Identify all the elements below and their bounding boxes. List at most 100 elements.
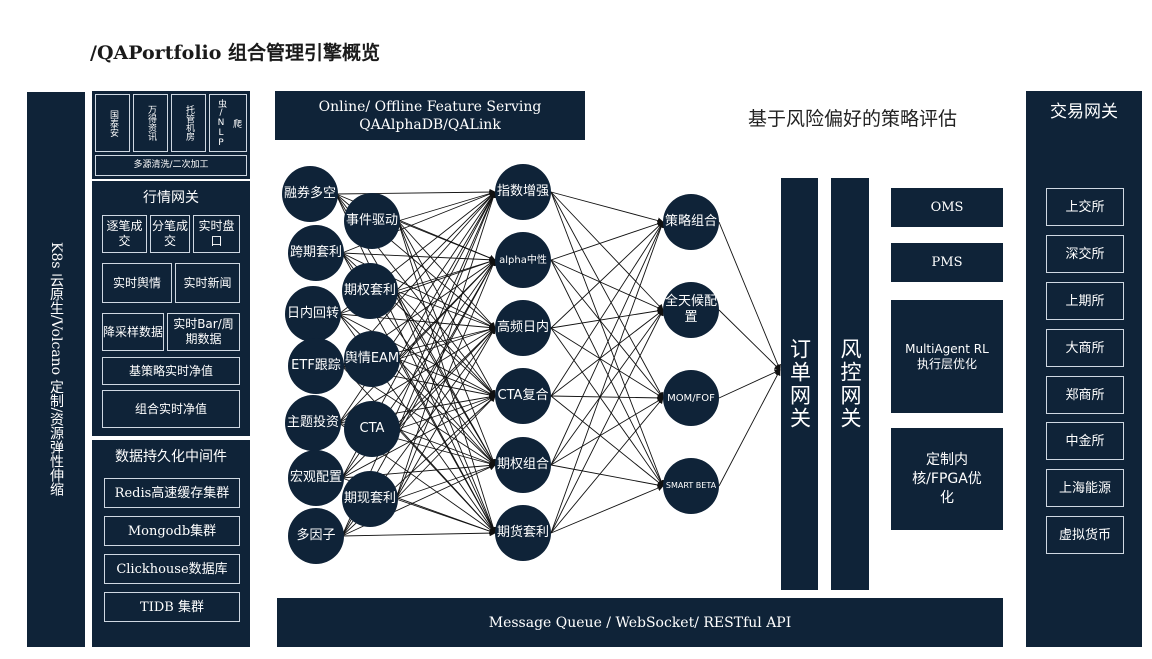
edge-69 bbox=[395, 395, 496, 500]
node-hft-intraday: 高频日内 bbox=[495, 300, 551, 356]
message-queue-bar: Message Queue / WebSocket/ RESTful API bbox=[277, 598, 1003, 647]
edge-67 bbox=[395, 259, 496, 500]
edge-45 bbox=[397, 220, 496, 397]
clickhouse-db: Clickhouse数据库 bbox=[104, 554, 240, 584]
node-futures-arbitrage: 期货套利 bbox=[495, 505, 551, 561]
edge-97 bbox=[718, 309, 781, 371]
exchange-szse: 深交所 bbox=[1046, 235, 1124, 273]
node-sentiment-eam: 舆情EAM bbox=[344, 331, 400, 387]
edge-70 bbox=[395, 463, 496, 500]
k8s-bar: K8s 云原生/Volcano 定制/资源弹性伸缩 bbox=[27, 92, 85, 647]
edge-74 bbox=[550, 191, 664, 399]
exchange-panel: 交易网关 上交所 深交所 上期所 大商所 郑商所 中金所 上海能源 虚拟货币 bbox=[1026, 91, 1142, 647]
edge-93 bbox=[550, 309, 664, 534]
edge-52 bbox=[395, 290, 496, 466]
node-multi-factor: 多因子 bbox=[288, 508, 344, 564]
pms-box: PMS bbox=[891, 243, 1003, 282]
edge-46 bbox=[397, 220, 496, 466]
fpga-box: 定制内核/FPGA优化 bbox=[891, 428, 1003, 530]
edge-43 bbox=[397, 220, 496, 261]
cell-base-nav: 基策略实时净值 bbox=[102, 357, 240, 385]
persistence-title: 数据持久化中间件 bbox=[115, 449, 227, 465]
edge-73 bbox=[550, 191, 664, 311]
edge-78 bbox=[550, 259, 664, 399]
edge-81 bbox=[550, 307, 664, 329]
edge-75 bbox=[550, 191, 665, 487]
edge-42 bbox=[397, 190, 496, 222]
edge-61 bbox=[397, 259, 496, 430]
k8s-bar-label: K8s 云原生/Volcano 定制/资源弹性伸缩 bbox=[48, 242, 64, 497]
node-cta-composite: CTA复合 bbox=[495, 368, 551, 424]
edge-50 bbox=[395, 290, 496, 330]
node-mom-fof: MOM/FOF bbox=[663, 370, 719, 426]
edge-77 bbox=[550, 259, 664, 311]
edge-7 bbox=[341, 252, 496, 263]
edge-80 bbox=[550, 221, 664, 329]
node-etf-tracking: ETF跟踪 bbox=[288, 338, 344, 394]
edge-59 bbox=[397, 358, 496, 534]
edge-53 bbox=[395, 290, 496, 534]
edge-47 bbox=[397, 220, 497, 534]
edge-54 bbox=[397, 191, 496, 360]
edge-83 bbox=[550, 327, 664, 487]
node-alpha-neutral: alpha中性 bbox=[495, 232, 551, 288]
edge-64 bbox=[397, 428, 496, 467]
edge-48 bbox=[395, 191, 496, 292]
source-guotaian: 国泰安 bbox=[95, 94, 130, 152]
edge-51 bbox=[395, 290, 496, 397]
node-cta: CTA bbox=[344, 401, 400, 457]
cell-portfolio-nav: 组合实时净值 bbox=[102, 390, 240, 428]
exchange-crypto: 虚拟货币 bbox=[1046, 516, 1124, 554]
fpga-label: 定制内核/FPGA优化 bbox=[912, 451, 982, 506]
node-index-enhanced: 指数增强 bbox=[495, 164, 551, 220]
edge-55 bbox=[397, 259, 496, 360]
edge-76 bbox=[550, 220, 664, 261]
node-margin-long-short: 融券多空 bbox=[282, 166, 338, 222]
feature-serving-line1: Online/ Offline Feature Serving bbox=[318, 98, 542, 115]
node-thematic-investing: 主题投资 bbox=[285, 395, 341, 451]
edge-65 bbox=[397, 428, 496, 534]
edge-57 bbox=[397, 358, 496, 398]
cell-realtime-news: 实时新闻 bbox=[175, 263, 240, 303]
edge-56 bbox=[397, 326, 496, 360]
edge-71 bbox=[395, 498, 496, 535]
cell-realtime-bar: 实时Bar/周期数据 bbox=[167, 313, 240, 351]
mongodb-cluster: Mongodb集群 bbox=[104, 516, 240, 546]
cell-split-trade: 分笔成交 bbox=[150, 215, 190, 253]
edge-99 bbox=[718, 369, 781, 487]
cell-realtime-sentiment: 实时舆情 bbox=[102, 263, 172, 303]
node-option-arbitrage: 期权套利 bbox=[342, 263, 398, 319]
market-gateway-title: 行情网关 bbox=[143, 190, 199, 206]
edge-58 bbox=[397, 358, 496, 466]
node-option-portfolio: 期权组合 bbox=[495, 437, 551, 493]
edge-89 bbox=[550, 309, 664, 466]
edge-90 bbox=[550, 397, 664, 466]
cell-downsample: 降采样数据 bbox=[102, 313, 164, 351]
node-calendar-arbitrage: 跨期套利 bbox=[288, 225, 344, 281]
edge-85 bbox=[550, 309, 664, 397]
edge-82 bbox=[550, 327, 664, 399]
edge-72 bbox=[550, 191, 664, 224]
multiagent-rl-label: MultiAgent RL执行层优化 bbox=[905, 341, 989, 371]
sources-footer: 多源清洗/二次加工 bbox=[95, 155, 247, 176]
market-gateway-panel: 行情网关 逐笔成交 分笔成交 实时盘口 实时舆情 实时新闻 降采样数据 实时Ba… bbox=[92, 181, 250, 436]
edge-86 bbox=[550, 394, 664, 402]
exchange-shfe: 上期所 bbox=[1046, 282, 1124, 320]
page-title: /QAPortfolio 组合管理引擎概览 bbox=[90, 42, 381, 64]
sources-panel: 国泰安 万得资讯 托管机房 爬虫/NLP 多源清洗/二次加工 bbox=[92, 91, 250, 179]
edge-88 bbox=[550, 221, 664, 466]
edge-98 bbox=[718, 369, 781, 399]
subtitle: 基于风险偏好的策略评估 bbox=[748, 108, 958, 130]
node-macro-allocation: 宏观配置 bbox=[288, 450, 344, 506]
risk-gateway: 风控网关 bbox=[831, 178, 869, 590]
exchange-ine: 上海能源 bbox=[1046, 469, 1124, 507]
feature-serving-box: Online/ Offline Feature Serving QAAlphaD… bbox=[275, 91, 585, 140]
node-futures-spot-arbitrage: 期现套利 bbox=[342, 471, 398, 527]
edge-60 bbox=[397, 191, 496, 430]
oms-box: OMS bbox=[891, 188, 1003, 227]
persistence-panel: 数据持久化中间件 Redis高速缓存集群 Mongodb集群 Clickhous… bbox=[92, 440, 250, 647]
node-event-driven: 事件驱动 bbox=[344, 193, 400, 249]
exchange-czce: 郑商所 bbox=[1046, 376, 1124, 414]
node-strategy-portfolio: 策略组合 bbox=[663, 194, 719, 250]
cell-tick-trade: 逐笔成交 bbox=[102, 215, 147, 253]
